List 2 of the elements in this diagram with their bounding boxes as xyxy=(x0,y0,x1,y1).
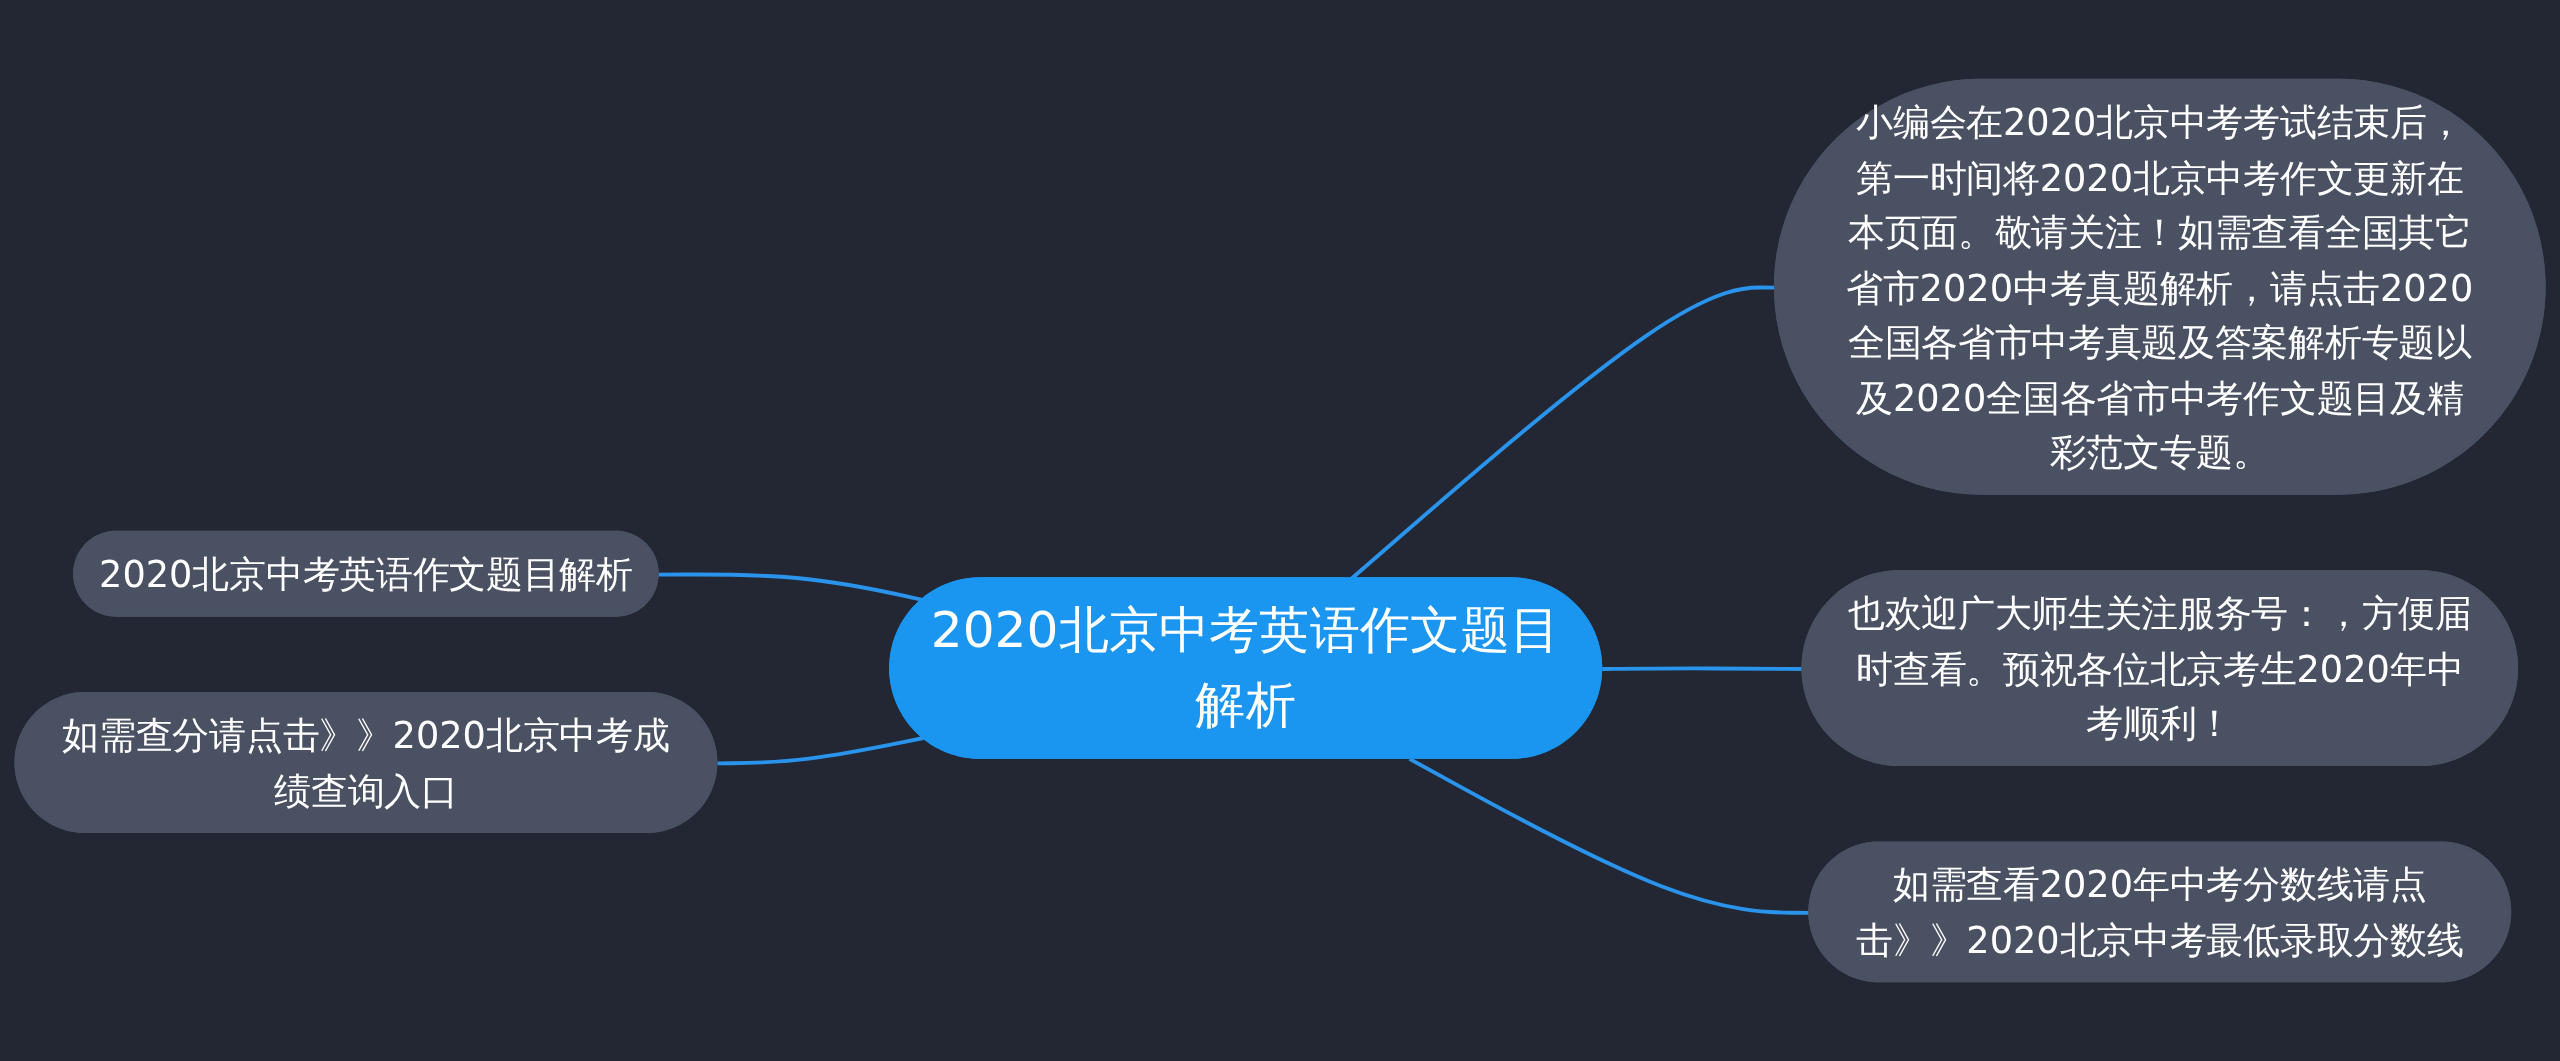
connector xyxy=(658,572,924,602)
connector xyxy=(717,736,924,766)
